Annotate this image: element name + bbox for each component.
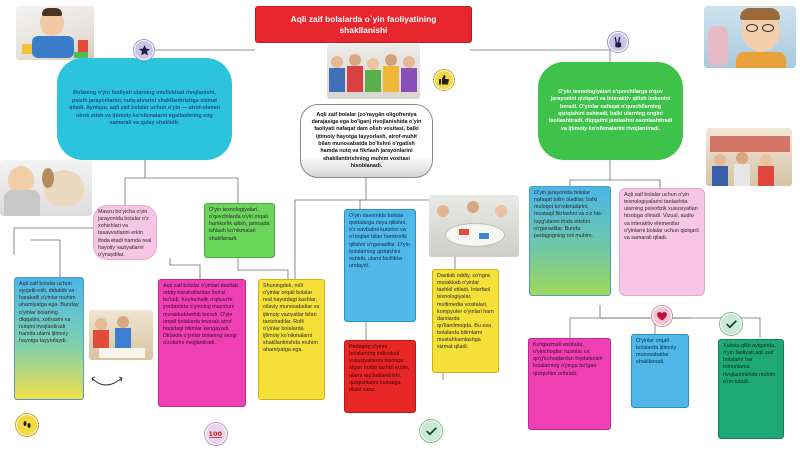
box-green-left: O'yin texnologiyalari o'quvchilarda o'yi… (204, 203, 275, 258)
photo-group-children (327, 44, 420, 99)
center-box: Aqli zaif bolalar (zo'raygān oligofreniy… (300, 104, 433, 178)
box-red-center: Pedagog o'yinni bolalarning individual x… (344, 340, 416, 413)
photo-table-activity (429, 195, 519, 257)
box-pink-right: Aqli zaif bolalar uchun o'yin texnologiy… (619, 188, 705, 296)
right-oval-text: O'yin texnologiyalari o'quvchilarga o'qu… (548, 88, 673, 132)
double-arrow (91, 377, 123, 386)
box-green-right: Xulosa qilib aytganda, o'yin faoliyati a… (718, 339, 784, 439)
box-blue-center: O'yin davomida bolalar qoidalarga rioya … (344, 209, 416, 322)
box-magenta-left: Aqli zaif bolalar o'yinlari dastlab oddi… (158, 279, 246, 407)
photo-child-dog (0, 160, 92, 216)
box-blue-right: O'yinlar orqali bolalarda ijtimoiy munos… (631, 334, 689, 408)
svg-text:100: 100 (209, 430, 223, 438)
box-yellow-left: Shuningdek, rolli o'yinlar orqali bolala… (258, 279, 325, 400)
box-gradient-right: O'yin jarayonida bolalar nafaqat bilim o… (529, 186, 611, 296)
photo-drawing-children (89, 310, 153, 360)
box-yellow-center: Dastlab oddiy, so'ngra murakkab o'yinlar… (432, 269, 499, 373)
left-oval-text: Bolaning o'yin faoliyati ularning intell… (69, 90, 220, 127)
page-title: Aqli zaif bolalarda o`yin faoliyatining … (290, 14, 437, 35)
photo-smiling-boy (704, 6, 796, 68)
right-oval: O'yin texnologiyalari o'quvchilarga o'qu… (538, 62, 683, 160)
peace-hand-icon (608, 32, 628, 52)
left-oval: Bolaning o'yin faoliyati ularning intell… (57, 58, 232, 160)
check-icon (720, 313, 742, 335)
box-pink-left: Mavzu bo'yicha o'yin jarayonida bolalar … (93, 205, 157, 260)
photo-classroom-right (706, 128, 792, 186)
box-gradient-far-left: Aqli zaif bolalar uchun syujetli-rolli, … (14, 277, 84, 400)
check-icon-center (420, 420, 442, 442)
heart-icon (652, 306, 672, 326)
hundred-points-icon: 100 (205, 423, 227, 445)
thumbs-up-icon (434, 70, 454, 90)
box-magenta-right: Ko'rgazmali vositalar, o'yinchoqlar, ras… (528, 338, 611, 430)
photo-baby-toys (16, 6, 94, 60)
center-box-text: Aqli zaif bolalar (zo'raygān oligofreniy… (311, 111, 422, 170)
title-banner: Aqli zaif bolalarda o`yin faoliyatining … (255, 6, 472, 43)
footprints-icon (16, 414, 38, 436)
star-icon (134, 40, 154, 60)
